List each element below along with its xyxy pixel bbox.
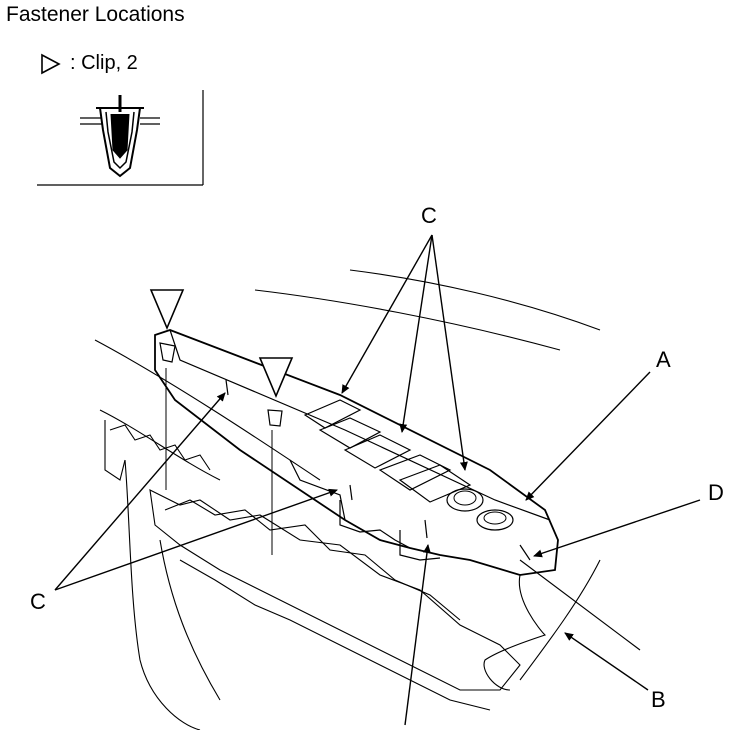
leader-c-bottom-3 [404, 544, 431, 726]
leader-c-bottom-2 [54, 488, 338, 591]
leader-a [525, 371, 651, 501]
clip-marker-2-icon [258, 357, 294, 399]
clip-guide-lines [165, 368, 273, 555]
legend: : Clip, 2 [40, 52, 138, 75]
switch-assembly [154, 329, 559, 691]
leader-c-top-1 [341, 234, 433, 394]
door-panel-outline [94, 269, 641, 730]
legend-text: : Clip, 2 [70, 52, 138, 74]
clip-marker-1-icon [149, 289, 185, 331]
leader-c-top-2 [399, 234, 433, 433]
leader-c-bottom-1 [54, 392, 226, 591]
callout-d: D [708, 480, 724, 505]
clip-markers [149, 289, 294, 399]
triangle-outline-icon [41, 53, 61, 74]
clip-detail-inset [37, 90, 204, 186]
leader-c-top-3 [431, 234, 468, 471]
callout-c-bottom: C [30, 589, 46, 614]
callout-a: A [656, 347, 671, 372]
leader-d [533, 499, 701, 558]
callout-c-top: C [421, 203, 437, 228]
leader-b [564, 632, 649, 691]
leader-lines [54, 234, 701, 726]
callout-b: B [651, 687, 666, 712]
page-title: Fastener Locations [6, 3, 185, 26]
